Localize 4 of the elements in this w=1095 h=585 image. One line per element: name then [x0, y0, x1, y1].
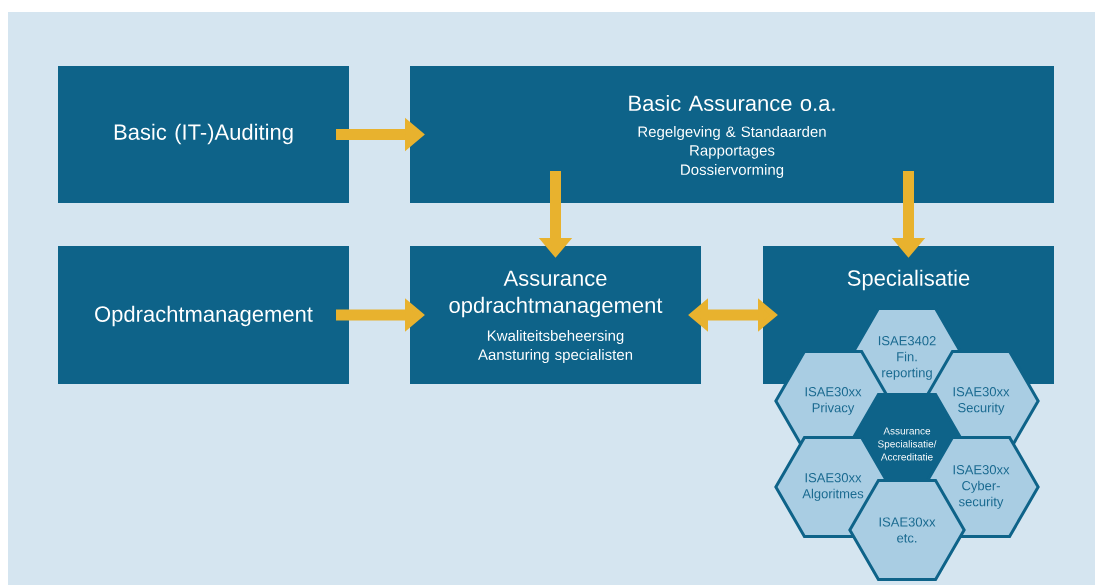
process-box: Assurance opdrachtmanagement Kwaliteitsbeheersing Aansturing specialisten [410, 246, 701, 384]
process-box: Basic (IT-)Auditing [58, 66, 349, 203]
process-box: Opdrachtmanagement [58, 246, 349, 384]
process-box: Basic Assurance o.a. Regelgeving & Standaarden Rapportages Dossiervorming [410, 66, 1054, 203]
